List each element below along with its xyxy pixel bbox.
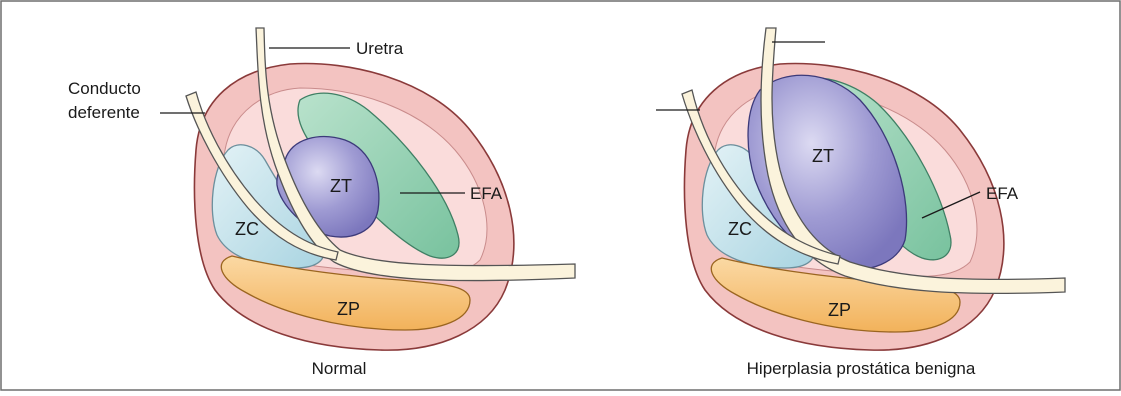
- bph-peripheral-zone-label: ZP: [828, 300, 851, 320]
- transition-zone-label: ZT: [330, 176, 352, 196]
- vas-deferens-label-line1: Conducto: [68, 79, 141, 98]
- normal-caption: Normal: [312, 359, 367, 378]
- central-zone-label: ZC: [235, 219, 259, 239]
- bph-caption: Hiperplasia prostática benigna: [747, 359, 976, 378]
- bph-efa-label: EFA: [986, 184, 1019, 203]
- urethra-label: Uretra: [356, 39, 404, 58]
- bph-central-zone-label: ZC: [728, 219, 752, 239]
- vas-deferens-label-line2: deferente: [68, 103, 140, 122]
- peripheral-zone-label: ZP: [337, 299, 360, 319]
- bph-transition-zone-label: ZT: [812, 146, 834, 166]
- efa-label: EFA: [470, 184, 503, 203]
